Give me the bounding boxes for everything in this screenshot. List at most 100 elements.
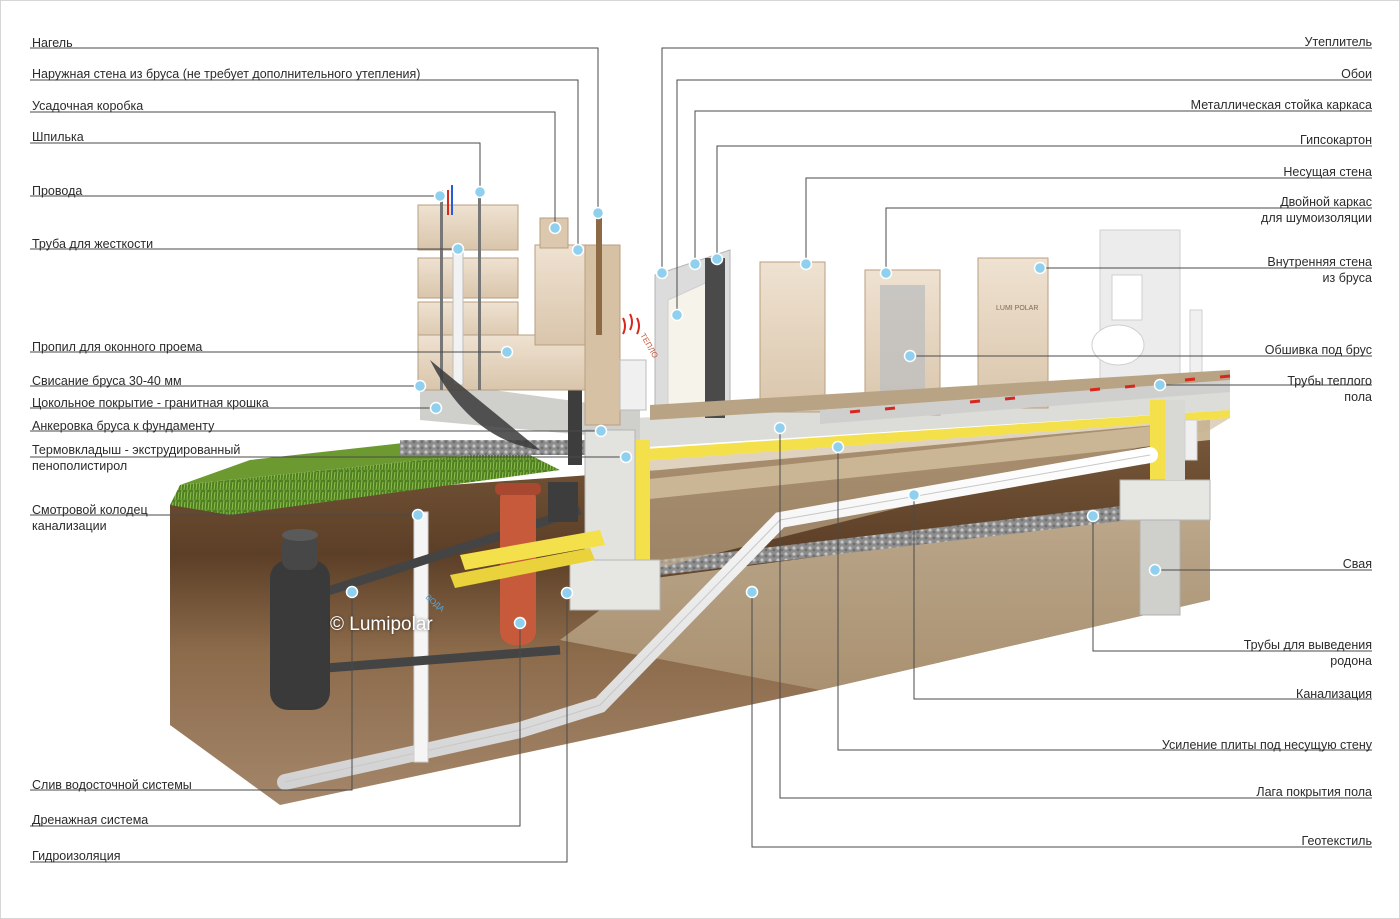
dot-metal-stud bbox=[688, 257, 702, 271]
label-line: Цокольное покрытие - гранитная крошка bbox=[32, 396, 269, 410]
label-stiff-pipe: Труба для жесткости bbox=[32, 236, 153, 252]
leader-sewer bbox=[913, 495, 1372, 700]
dot-inner-wall bbox=[1033, 261, 1047, 275]
dot-radon bbox=[1086, 509, 1100, 523]
label-line: Анкеровка бруса к фундаменту bbox=[32, 419, 215, 433]
label-line: пенополистирол bbox=[32, 459, 128, 473]
dot-drywall bbox=[710, 252, 724, 266]
leader-shrink-box bbox=[30, 111, 556, 228]
floor-level bbox=[650, 370, 1231, 424]
label-plinth: Цокольное покрытие - гранитная крошка bbox=[32, 395, 269, 411]
dot-wires bbox=[433, 189, 447, 203]
label-line: Усиление плиты под несущую стену bbox=[1161, 738, 1372, 752]
dot-sewer bbox=[907, 488, 921, 502]
label-nagel: Нагель bbox=[32, 35, 73, 51]
label-line: Шпилька bbox=[32, 130, 84, 144]
inner-walls bbox=[654, 229, 1181, 418]
label-line: Обои bbox=[1341, 67, 1372, 81]
label-line: Геотекстиль bbox=[1301, 834, 1372, 848]
copyright: © Lumipolar bbox=[330, 614, 433, 635]
label-waterproofing: Гидроизоляция bbox=[32, 848, 120, 864]
drainage-beams bbox=[450, 530, 605, 588]
dot-bearing-wall bbox=[799, 257, 813, 271]
label-line: из бруса bbox=[1322, 271, 1372, 285]
dot-plinth bbox=[429, 401, 443, 415]
leader-geotextile bbox=[751, 592, 1372, 848]
label-sewer: Канализация bbox=[1296, 686, 1372, 702]
leader-nagel bbox=[30, 47, 599, 213]
label-line: Обшивка под брус bbox=[1264, 343, 1372, 357]
label-line: Внутренняя стена bbox=[1267, 255, 1372, 269]
label-line: Дренажная система bbox=[32, 813, 149, 827]
leader-wallpaper bbox=[676, 79, 1372, 315]
label-line: Утеплитель bbox=[1304, 35, 1372, 49]
dot-shrink-box bbox=[548, 221, 562, 235]
label-line: Труба для жесткости bbox=[32, 237, 154, 251]
leader-drainage bbox=[30, 623, 521, 827]
label-line: Гидроизоляция bbox=[32, 849, 121, 863]
label-drainage: Дренажная система bbox=[32, 812, 148, 828]
leader-metal-stud bbox=[694, 110, 1372, 264]
dot-insulation bbox=[655, 266, 669, 280]
label-sheathing: Обшивка под брус bbox=[1265, 342, 1372, 358]
label-inner-wall: Внутренняя стена из бруса bbox=[1267, 254, 1372, 286]
label-line: Пропил для оконного проема bbox=[32, 340, 203, 354]
label-line: Двойной каркас bbox=[1280, 195, 1372, 209]
logo-mark: LUMI POLAR bbox=[996, 305, 1038, 312]
label-line: Канализация bbox=[1296, 687, 1372, 701]
leader-insulation bbox=[661, 47, 1372, 273]
sewer-well bbox=[270, 529, 330, 710]
leader-lines bbox=[30, 47, 1372, 863]
dot-drainage bbox=[513, 616, 527, 630]
label-shrink-box: Усадочная коробка bbox=[32, 98, 143, 114]
leader-drywall bbox=[716, 145, 1372, 259]
leader-double-frame bbox=[885, 207, 1372, 273]
label-floor-joist: Лага покрытия пола bbox=[1256, 784, 1372, 800]
label-geotextile: Геотекстиль bbox=[1302, 833, 1372, 849]
outer-timber-wall bbox=[417, 185, 621, 450]
pipes bbox=[277, 285, 1203, 790]
dot-window-cut bbox=[500, 345, 514, 359]
dot-sewer-well bbox=[411, 508, 425, 522]
label-outer-wall: Наружная стена из бруса (не требует допо… bbox=[32, 66, 420, 82]
label-line: Усадочная коробка bbox=[32, 99, 144, 113]
dot-wallpaper bbox=[670, 308, 684, 322]
label-line: Свая bbox=[1342, 557, 1372, 571]
leader-floor-joist bbox=[779, 428, 1372, 799]
dot-slab-reinf bbox=[831, 440, 845, 454]
dot-stiff-pipe bbox=[451, 242, 465, 256]
label-line: Трубы теплого bbox=[1287, 374, 1372, 388]
leader-waterproofing bbox=[30, 593, 568, 863]
callout-dots bbox=[345, 185, 1167, 630]
label-insulation: Утеплитель bbox=[1305, 34, 1372, 50]
dot-overhang bbox=[413, 379, 427, 393]
dot-geotextile bbox=[745, 585, 759, 599]
dot-thermal-insert bbox=[619, 450, 633, 464]
label-line: Свисание бруса 30-40 мм bbox=[32, 374, 182, 388]
dot-waterproofing bbox=[560, 586, 574, 600]
label-line: пола bbox=[1344, 390, 1372, 404]
dot-floor-joist bbox=[773, 421, 787, 435]
label-line: Металлическая стойка каркаса bbox=[1190, 98, 1372, 112]
label-drain-gutter: Слив водосточной системы bbox=[32, 777, 192, 793]
label-line: Несущая стена bbox=[1283, 165, 1372, 179]
dot-nagel bbox=[591, 206, 605, 220]
dot-drain-gutter bbox=[345, 585, 359, 599]
label-line: Трубы для выведения bbox=[1243, 638, 1372, 652]
label-window-cut: Пропил для оконного проема bbox=[32, 339, 202, 355]
label-line: Слив водосточной системы bbox=[32, 778, 192, 792]
leader-drain-gutter bbox=[30, 592, 353, 791]
label-bearing-wall: Несущая стена bbox=[1283, 164, 1372, 180]
dot-outer-wall bbox=[571, 243, 585, 257]
leader-bearing-wall bbox=[805, 177, 1372, 264]
label-line: Провода bbox=[32, 184, 83, 198]
leader-outer-wall bbox=[30, 79, 579, 250]
label-wires: Провода bbox=[32, 183, 82, 199]
label-floor-heat: Трубы теплого пола bbox=[1287, 373, 1372, 405]
label-line: канализации bbox=[32, 519, 107, 533]
label-line: Наружная стена из бруса (не требует допо… bbox=[32, 67, 421, 81]
